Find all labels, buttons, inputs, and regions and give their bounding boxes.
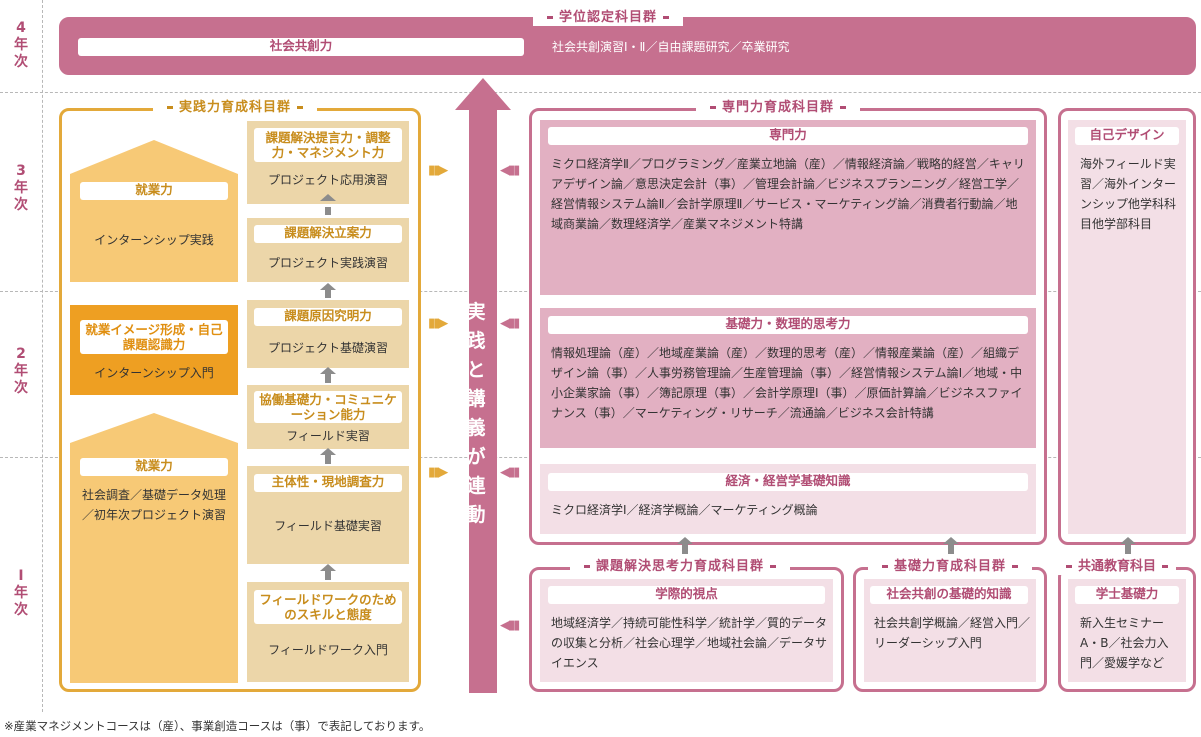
- link-chevron-right-icon: ▮▮▶: [428, 316, 448, 331]
- link-chevron-left-icon: ◀▮▮: [500, 163, 520, 178]
- step-pill-5: 主体性・現地調査力: [254, 474, 402, 492]
- center-arrow-shape: [455, 78, 511, 693]
- problem-pill: 学際的視点: [548, 586, 825, 604]
- senmon-pill: 専門力: [548, 127, 1028, 145]
- up-arrow-icon: [943, 537, 959, 544]
- senmon-text: ミクロ経済学Ⅱ／プログラミング／産業立地論（産）／情報経済論／戦略的経営／キャリ…: [551, 157, 1025, 231]
- employ3-pill: 就業力: [80, 182, 228, 200]
- step-arrow-up-icon: [320, 194, 336, 201]
- basic-text: 社会共創学概論／経営入門／リーダーシップ入門: [874, 616, 1031, 650]
- up-arrow-icon: [1120, 537, 1136, 544]
- image2-pill: 就業イメージ形成・自己課題認識力: [80, 320, 228, 354]
- employ3-text: インターンシップ実践: [94, 233, 214, 247]
- degree-pill: 社会共創力: [78, 38, 524, 56]
- step-arrow-up-icon: [320, 283, 336, 290]
- specialty-title: 専門力育成科目群: [696, 100, 861, 116]
- step-text-6: フィールドワーク入門: [268, 643, 388, 657]
- step-pill-6: フィールドワークのためのスキルと態度: [254, 590, 402, 624]
- step-arrow-stem: [325, 455, 331, 464]
- degree-title: 学位認定科目群: [533, 10, 684, 26]
- basic-pill: 社会共創の基礎的知識: [870, 586, 1028, 604]
- basic-title: 基礎力育成科目群: [868, 559, 1033, 575]
- step-text-5: フィールド基礎実習: [274, 519, 382, 533]
- link-chevron-left-icon: ◀▮▮: [500, 316, 520, 331]
- problem-title: 課題解決思考力育成科目群: [570, 559, 791, 575]
- employ3-house-shape: [70, 140, 238, 282]
- link-chevron-left-icon: ◀▮▮: [500, 465, 520, 480]
- self-box: [1068, 120, 1186, 534]
- up-arrow-stem: [1125, 544, 1131, 554]
- step-pill-1: 課題解決提言力・調整力・マネジメント力: [254, 128, 402, 162]
- step-arrow-stem: [325, 374, 331, 383]
- step-text-1: プロジェクト応用演習: [267, 173, 388, 187]
- common-text: 新入生セミナーA・B／社会力入門／愛媛学など: [1080, 616, 1169, 670]
- year-divider-4-3: [0, 92, 1201, 93]
- employ1-text: 社会調査／基礎データ処理／初年次プロジェクト演習: [82, 488, 227, 522]
- step-text-4: フィールド実習: [286, 429, 370, 443]
- link-chevron-left-icon: ◀▮▮: [500, 618, 520, 633]
- link-chevron-right-icon: ▮▮▶: [428, 465, 448, 480]
- up-arrow-stem: [948, 544, 954, 554]
- step-text-2: プロジェクト実践演習: [267, 256, 388, 270]
- degree-text: 社会共創演習Ⅰ・Ⅱ／自由課題研究／卒業研究: [552, 40, 790, 54]
- common-pill: 学士基礎力: [1075, 586, 1179, 604]
- step-arrow-up-icon: [320, 564, 336, 571]
- problem-text: 地域経済学／持続可能性科学／統計学／質的データの収集と分析／社会心理学／地域社会…: [551, 616, 828, 670]
- step-arrow-stem: [325, 290, 331, 298]
- common-title: 共通教育科目: [1058, 559, 1177, 575]
- employ1-house-shape: [70, 413, 238, 683]
- step-arrow-stem: [325, 207, 331, 215]
- keizai-pill: 経済・経営学基礎知識: [548, 473, 1028, 491]
- degree-frame: 社会共創力 社会共創演習Ⅰ・Ⅱ／自由課題研究／卒業研究: [59, 17, 1196, 75]
- link-chevron-right-icon: ▮▮▶: [428, 163, 448, 178]
- practice-title: 実践力育成科目群: [153, 100, 318, 116]
- kiso-pill: 基礎力・数理的思考力: [548, 316, 1028, 334]
- year-divider-vertical: [42, 0, 43, 712]
- footnote: ※産業マネジメントコースは（産）、事業創造コースは（事）で表記しております。: [4, 719, 431, 733]
- keizai-text: ミクロ経済学Ⅰ／経済学概論／マーケティング概論: [551, 503, 818, 517]
- step-arrow-up-icon: [320, 448, 336, 455]
- step-arrow-up-icon: [320, 367, 336, 374]
- up-arrow-stem: [682, 544, 688, 554]
- kiso-text: 情報処理論（産）／地域産業論（産）／数理的思考（産）／情報産業論（産）／組織デザ…: [551, 346, 1023, 420]
- step-arrow-stem: [325, 571, 331, 580]
- step-pill-2: 課題解決立案力: [254, 225, 402, 243]
- center-arrow-label: 実践と講義が連動: [466, 301, 486, 526]
- employ1-pill: 就業力: [80, 458, 228, 476]
- step-pill-4: 協働基礎力・コミュニケーション能力: [254, 391, 402, 423]
- image2-text: インターンシップ入門: [94, 366, 214, 380]
- self-text: 海外フィールド実習／海外インターンシップ他学科科目他学部科目: [1080, 157, 1177, 231]
- self-pill: 自己デザイン: [1075, 127, 1179, 145]
- step-text-3: プロジェクト基礎演習: [267, 341, 388, 355]
- senmon-box: [540, 120, 1036, 295]
- up-arrow-icon: [677, 537, 693, 544]
- step-pill-3: 課題原因究明力: [254, 308, 402, 326]
